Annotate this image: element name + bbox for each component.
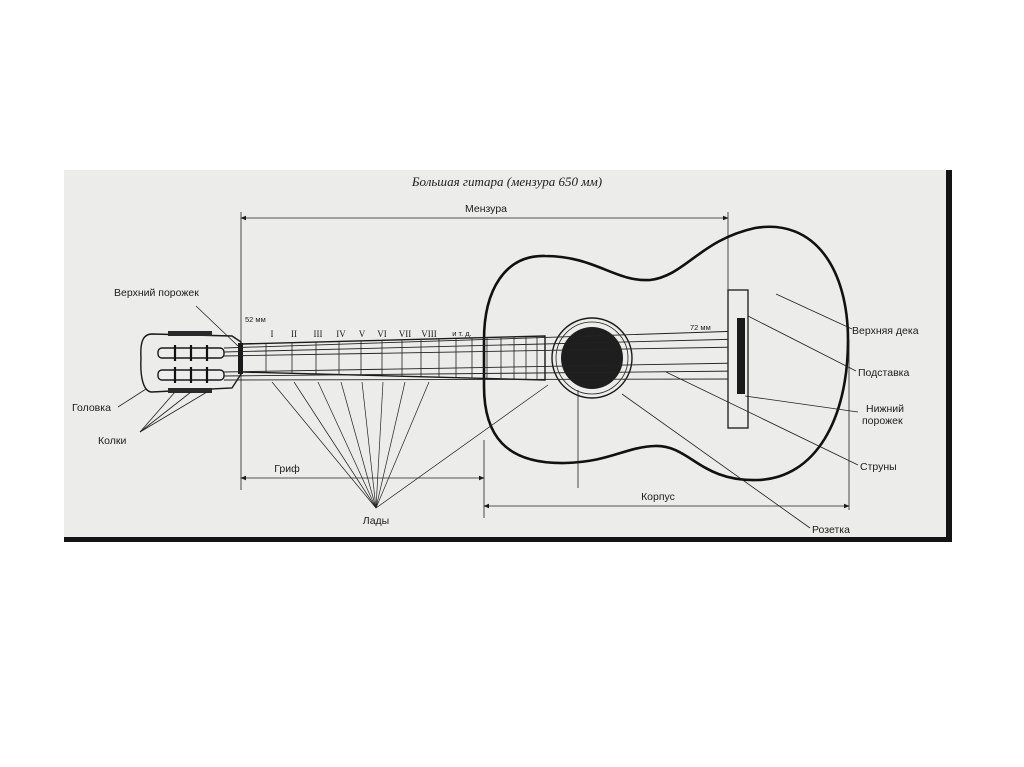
bottom-nut-label-line2: порожек	[862, 415, 903, 427]
diagram-panel	[64, 170, 952, 542]
fret-number-2: II	[291, 329, 297, 339]
headstock	[140, 333, 242, 393]
frame-bottom-edge	[64, 537, 952, 542]
fret-number-5: V	[359, 329, 366, 339]
fret-number-etc: и т. д.	[452, 329, 472, 338]
neck-label-bg	[262, 462, 310, 474]
diagram-title: Большая гитара (мензура 650 мм)	[411, 174, 602, 189]
soundboard-label: Верхняя дека	[852, 325, 919, 337]
nut-width-label: 52 мм	[245, 315, 266, 324]
top-nut-label: Верхний порожек	[114, 287, 199, 299]
fret-wires	[265, 337, 538, 379]
guitar-body-outline	[482, 225, 850, 482]
head-label: Головка	[72, 402, 111, 414]
frame-right-edge	[946, 170, 952, 542]
fret-number-8: VIII	[421, 329, 437, 339]
top-nut	[238, 343, 243, 374]
scale-label-bg	[455, 202, 517, 215]
fret-number-6: VI	[377, 329, 387, 339]
fret-number-1: I	[271, 329, 274, 339]
head-leader	[117, 388, 147, 408]
strings-leader	[665, 371, 859, 466]
rosette-label: Розетка	[812, 524, 850, 536]
body-label-bg	[628, 490, 688, 502]
neck-label: Гриф	[274, 463, 300, 475]
bottom-nut-leader	[744, 395, 859, 413]
body-label: Корпус	[641, 491, 675, 503]
frets-leader-lines	[271, 381, 549, 509]
saddle-width-label: 72 мм	[690, 323, 711, 332]
scale-length-label: Мензура	[465, 203, 507, 215]
frets-label: Лады	[363, 515, 389, 527]
fret-number-3: III	[314, 329, 323, 339]
bridge-leader	[747, 315, 857, 372]
strings	[223, 330, 743, 381]
rosette-outer-ring	[551, 317, 633, 399]
tuning-pegs	[157, 331, 225, 393]
rosette-leader	[621, 393, 811, 529]
soundboard-leader	[775, 293, 853, 330]
pegs-leaders	[139, 391, 208, 433]
pegs-label: Колки	[98, 435, 126, 447]
rosette-inner-ring	[555, 321, 629, 395]
bottom-nut-label-line1: Нижний	[866, 403, 904, 415]
strings-label: Струны	[860, 461, 897, 473]
fret-number-7: VII	[399, 329, 412, 339]
bottom-nut	[737, 318, 745, 394]
bridge-label: Подставка	[858, 367, 909, 379]
fret-number-4: IV	[336, 329, 346, 339]
top-nut-leader	[195, 305, 239, 347]
